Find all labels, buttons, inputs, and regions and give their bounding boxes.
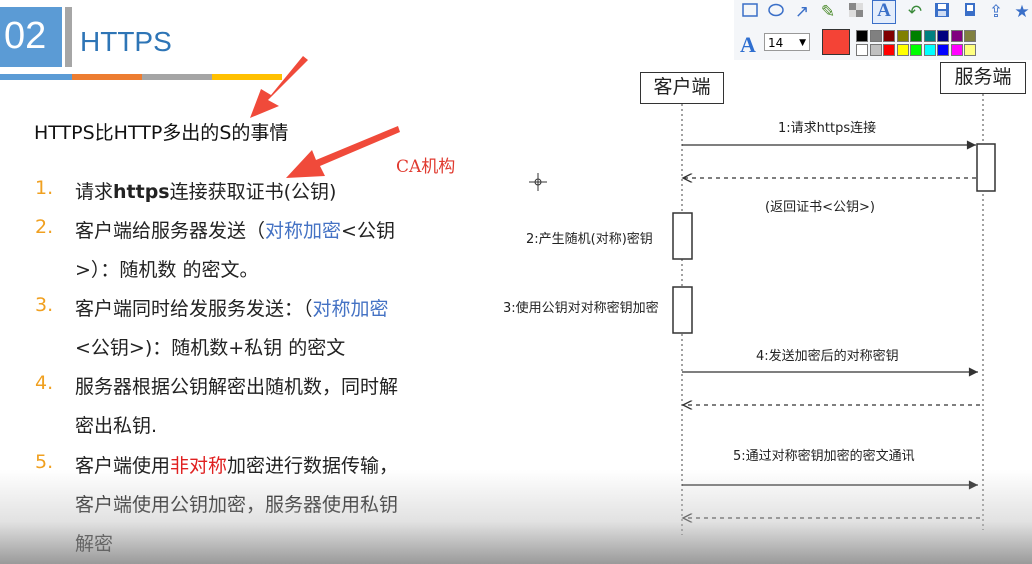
list-item-text: 请求https连接获取证书(公钥) bbox=[75, 177, 336, 204]
step3-label: 3:使用公钥对对称密钥加密 bbox=[503, 301, 659, 316]
list-text-segment: 对称加密 bbox=[265, 220, 342, 242]
slide-number-separator bbox=[62, 7, 65, 67]
palette-swatch[interactable] bbox=[964, 44, 976, 56]
font-glyph-icon: A bbox=[740, 32, 756, 57]
palette-swatch[interactable] bbox=[937, 44, 949, 56]
share-icon[interactable]: ⇪ bbox=[988, 2, 1004, 22]
arrow-tool-icon[interactable]: ↗ bbox=[794, 2, 810, 22]
current-color-swatch[interactable] bbox=[822, 29, 850, 55]
list-text-segment: <公钥 bbox=[341, 220, 395, 242]
pin-star-icon[interactable]: ★ bbox=[1014, 2, 1030, 22]
msg1-label: 1:请求https连接 bbox=[778, 121, 877, 136]
list-item-text: 客户端同时给发服务发送：（对称加密 bbox=[75, 294, 389, 321]
video-bottom-overlay bbox=[0, 470, 1032, 564]
undo-icon[interactable]: ↶ bbox=[907, 2, 923, 22]
msg4-label: 4:发送加密后的对称密钥 bbox=[756, 349, 899, 364]
palette-swatch[interactable] bbox=[964, 30, 976, 42]
mosaic-tool-icon[interactable] bbox=[846, 2, 866, 22]
chevron-down-icon: ▼ bbox=[799, 38, 806, 48]
list-text-segment: 客户端使用 bbox=[75, 455, 171, 477]
list-text-segment: 对称加密 bbox=[312, 298, 389, 320]
list-item-number: 5. bbox=[35, 451, 54, 473]
list-text-segment: 客户端给服务器发送（ bbox=[75, 220, 266, 242]
palette-swatch[interactable] bbox=[856, 30, 868, 42]
palette-swatch[interactable] bbox=[950, 44, 963, 56]
list-text-segment: https bbox=[113, 181, 170, 203]
palette-swatch[interactable] bbox=[923, 30, 936, 42]
palette-swatch[interactable] bbox=[883, 44, 895, 56]
list-item-number: 1. bbox=[35, 177, 54, 199]
server-actor-box: 服务端 bbox=[940, 62, 1026, 94]
list-text-segment: 客户端使用公钥加密，服务器使用私钥 bbox=[75, 494, 399, 516]
list-text-segment: 密出私钥. bbox=[75, 415, 158, 437]
step2-label: 2:产生随机(对称)密钥 bbox=[526, 232, 653, 247]
client-activation-2 bbox=[672, 286, 693, 334]
list-item-number: 2. bbox=[35, 216, 54, 238]
list-item-text: 密出私钥. bbox=[75, 411, 157, 438]
list-text-segment: >）：随机数 的密文。 bbox=[75, 259, 259, 281]
header-bar-blue bbox=[0, 74, 72, 80]
list-text-segment: 连接获取证书(公钥) bbox=[169, 181, 337, 203]
crosshair-cursor-icon bbox=[529, 173, 547, 191]
slide-title: HTTPS bbox=[80, 26, 172, 57]
palette-swatch[interactable] bbox=[937, 30, 949, 42]
list-item-text: 客户端使用公钥加密，服务器使用私钥 bbox=[75, 490, 398, 517]
palette-swatch[interactable] bbox=[910, 30, 922, 42]
copy-icon[interactable] bbox=[960, 2, 980, 22]
header-bar-yellow bbox=[212, 74, 282, 80]
list-text-segment: 客户端同时给发服务发送：（ bbox=[75, 298, 313, 320]
server-activation bbox=[976, 143, 996, 192]
ca-annotation-label: CA机构 bbox=[396, 157, 456, 177]
palette-swatch[interactable] bbox=[896, 30, 909, 42]
palette-swatch[interactable] bbox=[869, 44, 882, 56]
palette-swatch[interactable] bbox=[910, 44, 922, 56]
ellipse-tool-icon[interactable] bbox=[766, 2, 786, 22]
list-item-text: >）：随机数 的密文。 bbox=[75, 255, 258, 282]
slide-number-bar bbox=[65, 7, 72, 67]
palette-swatch[interactable] bbox=[923, 44, 936, 56]
list-text-segment: 非对称 bbox=[170, 455, 228, 477]
palette-swatch[interactable] bbox=[950, 30, 963, 42]
lead-text: HTTPS比HTTP多出的S的事情 bbox=[34, 118, 288, 145]
header-bar-gray bbox=[142, 74, 212, 80]
list-text-segment: 加密进行数据传输， bbox=[227, 455, 399, 477]
list-item-number: 3. bbox=[35, 294, 54, 316]
lead-part-s: S bbox=[219, 122, 232, 144]
slide-number-box: 02 bbox=[0, 7, 62, 67]
client-actor-box: 客户端 bbox=[640, 72, 724, 104]
annotation-arrow-2 bbox=[286, 126, 400, 178]
palette-swatch[interactable] bbox=[896, 44, 909, 56]
font-size-select[interactable]: 14 ▼ bbox=[764, 33, 810, 51]
pen-tool-icon[interactable]: ✎ bbox=[820, 2, 836, 22]
lead-part-3: 的事情 bbox=[231, 122, 289, 144]
list-text-segment: 请求 bbox=[75, 181, 114, 203]
list-text-segment: 服务器根据公钥解密出随机数，同时解 bbox=[75, 376, 399, 398]
save-icon[interactable] bbox=[932, 2, 952, 22]
list-item-text: 服务器根据公钥解密出随机数，同时解 bbox=[75, 372, 398, 399]
text-tool-icon[interactable]: A bbox=[872, 0, 896, 24]
rectangle-tool-icon[interactable] bbox=[740, 2, 760, 22]
font-size-value: 14 bbox=[768, 36, 784, 50]
header-bar-orange bbox=[72, 74, 142, 80]
list-text-segment: 解密 bbox=[75, 533, 114, 555]
list-item-text: 客户端给服务器发送（对称加密<公钥 bbox=[75, 216, 395, 243]
list-item-text: 解密 bbox=[75, 529, 113, 556]
annotation-arrow-1 bbox=[250, 56, 308, 118]
msg5-label: 5:通过对称密钥加密的密文通讯 bbox=[733, 449, 915, 464]
palette-swatch[interactable] bbox=[869, 30, 882, 42]
lead-part-1: HTTPS比HTTP多出的 bbox=[34, 122, 220, 144]
list-item-text: 客户端使用非对称加密进行数据传输， bbox=[75, 451, 398, 478]
list-item-number: 4. bbox=[35, 372, 54, 394]
msg1-reply-label: (返回证书<公钥>) bbox=[765, 200, 875, 215]
list-item-text: <公钥>)：随机数+私钥 的密文 bbox=[75, 333, 345, 360]
client-activation-1 bbox=[672, 212, 693, 260]
list-text-segment: <公钥>)：随机数+私钥 的密文 bbox=[75, 337, 346, 359]
palette-swatch[interactable] bbox=[856, 44, 868, 56]
slide-number: 02 bbox=[4, 15, 47, 57]
palette-swatch[interactable] bbox=[883, 30, 895, 42]
